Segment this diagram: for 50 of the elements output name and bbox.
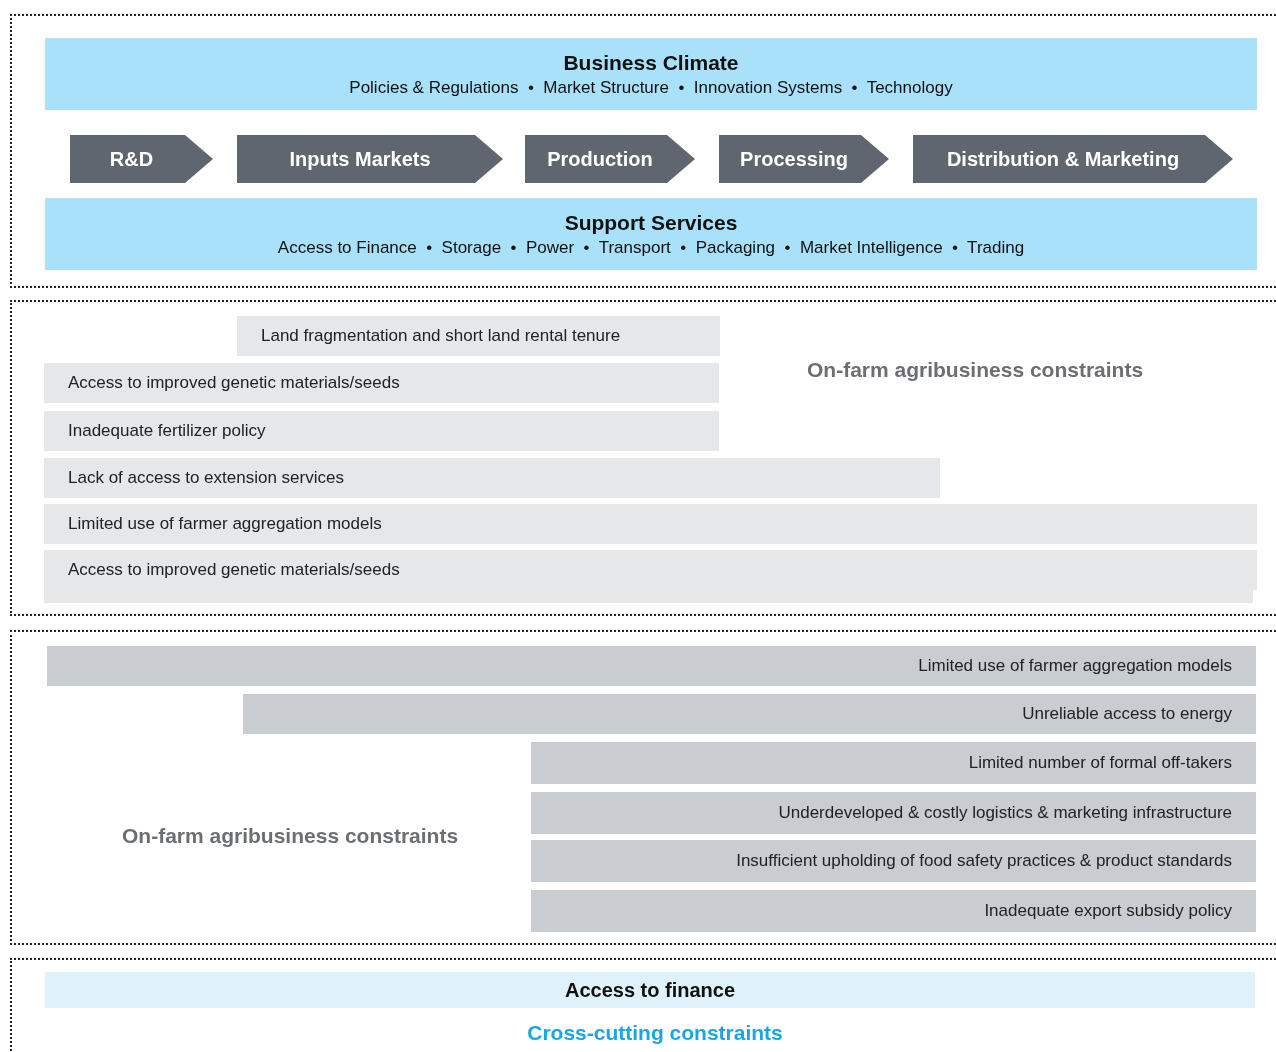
section-heading: On-farm agribusiness constraints	[122, 824, 459, 847]
constraint-text: Inadequate export subsidy policy	[984, 900, 1232, 922]
dotted-section	[10, 14, 1276, 288]
constraint-bar	[44, 458, 940, 498]
constraint-text: Lack of access to extension services	[68, 467, 344, 489]
partial-bar	[44, 590, 1253, 603]
section-heading: Cross-cutting constraints	[527, 1021, 783, 1044]
constraint-text: Underdeveloped & costly logistics & marketing infrastructure	[778, 802, 1232, 824]
constraint-text: Access to improved genetic materials/seeds	[68, 372, 400, 394]
constraint-text: Inadequate fertilizer policy	[68, 420, 266, 442]
constraint-text: Land fragmentation and short land rental tenure	[261, 325, 621, 347]
cross-cutting-band	[45, 972, 1255, 1008]
constraint-text: Inputs Markets	[289, 146, 431, 172]
constraint-text: R&D	[109, 146, 154, 172]
constraint-bar	[44, 504, 1257, 544]
constraint-text: Access to finance	[564, 977, 736, 1003]
constraint-text: Production	[547, 146, 653, 172]
constraint-bar	[44, 363, 719, 403]
constraint-bar	[531, 890, 1256, 932]
constraint-bar	[531, 792, 1256, 834]
band-items: Policies & Regulations • Market Structure • Innovation Systems • Technology	[349, 76, 953, 98]
constraint-bar	[243, 694, 1256, 734]
dotted-section	[10, 958, 1276, 1052]
dotted-section	[10, 300, 1276, 616]
chevron-step	[913, 135, 1233, 183]
band-heading: Support Services	[564, 210, 738, 237]
dotted-section	[10, 630, 1276, 945]
business-climate-band	[45, 38, 1257, 110]
band-items: Access to Finance • Storage • Power • Transport • Packaging • Market Intelligence • Trading	[277, 236, 1025, 258]
constraint-bar	[44, 411, 719, 451]
constraint-bar	[47, 646, 1256, 686]
constraint-bar	[531, 742, 1256, 784]
constraint-text: Unreliable access to energy	[1022, 703, 1232, 725]
chevron-step	[237, 135, 503, 183]
constraint-bar	[44, 550, 1257, 590]
chevron-step	[719, 135, 889, 183]
chevron-step	[525, 135, 695, 183]
constraint-text: Access to improved genetic materials/seeds	[68, 559, 400, 581]
section-heading: On-farm agribusiness constraints	[807, 358, 1144, 381]
constraint-text: Limited use of farmer aggregation models	[68, 513, 382, 535]
chevron-step	[70, 135, 213, 183]
constraint-text: Distribution & Marketing	[946, 146, 1180, 172]
constraint-bar	[237, 316, 720, 356]
constraint-text: Limited number of formal off-takers	[968, 752, 1232, 774]
constraint-bar	[531, 840, 1256, 882]
constraint-text: Insufficient upholding of food safety practices & product standards	[736, 850, 1232, 872]
constraint-text: Limited use of farmer aggregation models	[918, 655, 1232, 677]
constraint-text: Processing	[740, 146, 848, 172]
support-services-band	[45, 198, 1257, 270]
band-heading: Business Climate	[563, 50, 739, 77]
